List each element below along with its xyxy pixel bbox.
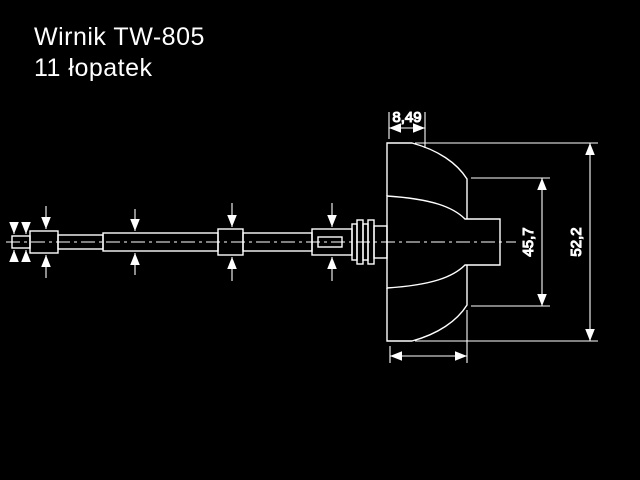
blade-profile-bottom: [386, 265, 468, 342]
dimension-label-blade-inner-diameter: 45,7: [520, 227, 537, 256]
blade-profile-top: [386, 142, 468, 219]
drawing-title: Wirnik TW-805: [34, 23, 205, 51]
shaft-keyway: [317, 236, 343, 248]
shaft-diameter-arrows: [9, 203, 337, 281]
title-block: Wirnik TW-805 11 łopatek: [34, 22, 205, 84]
dimension-hub-width: 8,49: [388, 108, 426, 148]
blade-count-label: 11 łopatek: [34, 54, 153, 82]
shaft-outline: [11, 219, 388, 265]
turbine-wheel: [386, 142, 501, 342]
hub-section-hatched: [386, 195, 501, 289]
dimension-blade-inner-diameter: 45,7: [471, 177, 550, 307]
dimension-label-hub-width: 8,49: [392, 109, 421, 126]
dimension-wheel-bottom-width: [389, 310, 468, 363]
dimension-label-blade-outer-diameter: 52,2: [568, 227, 585, 256]
dimension-blade-outer-diameter: 52,2: [415, 142, 598, 342]
